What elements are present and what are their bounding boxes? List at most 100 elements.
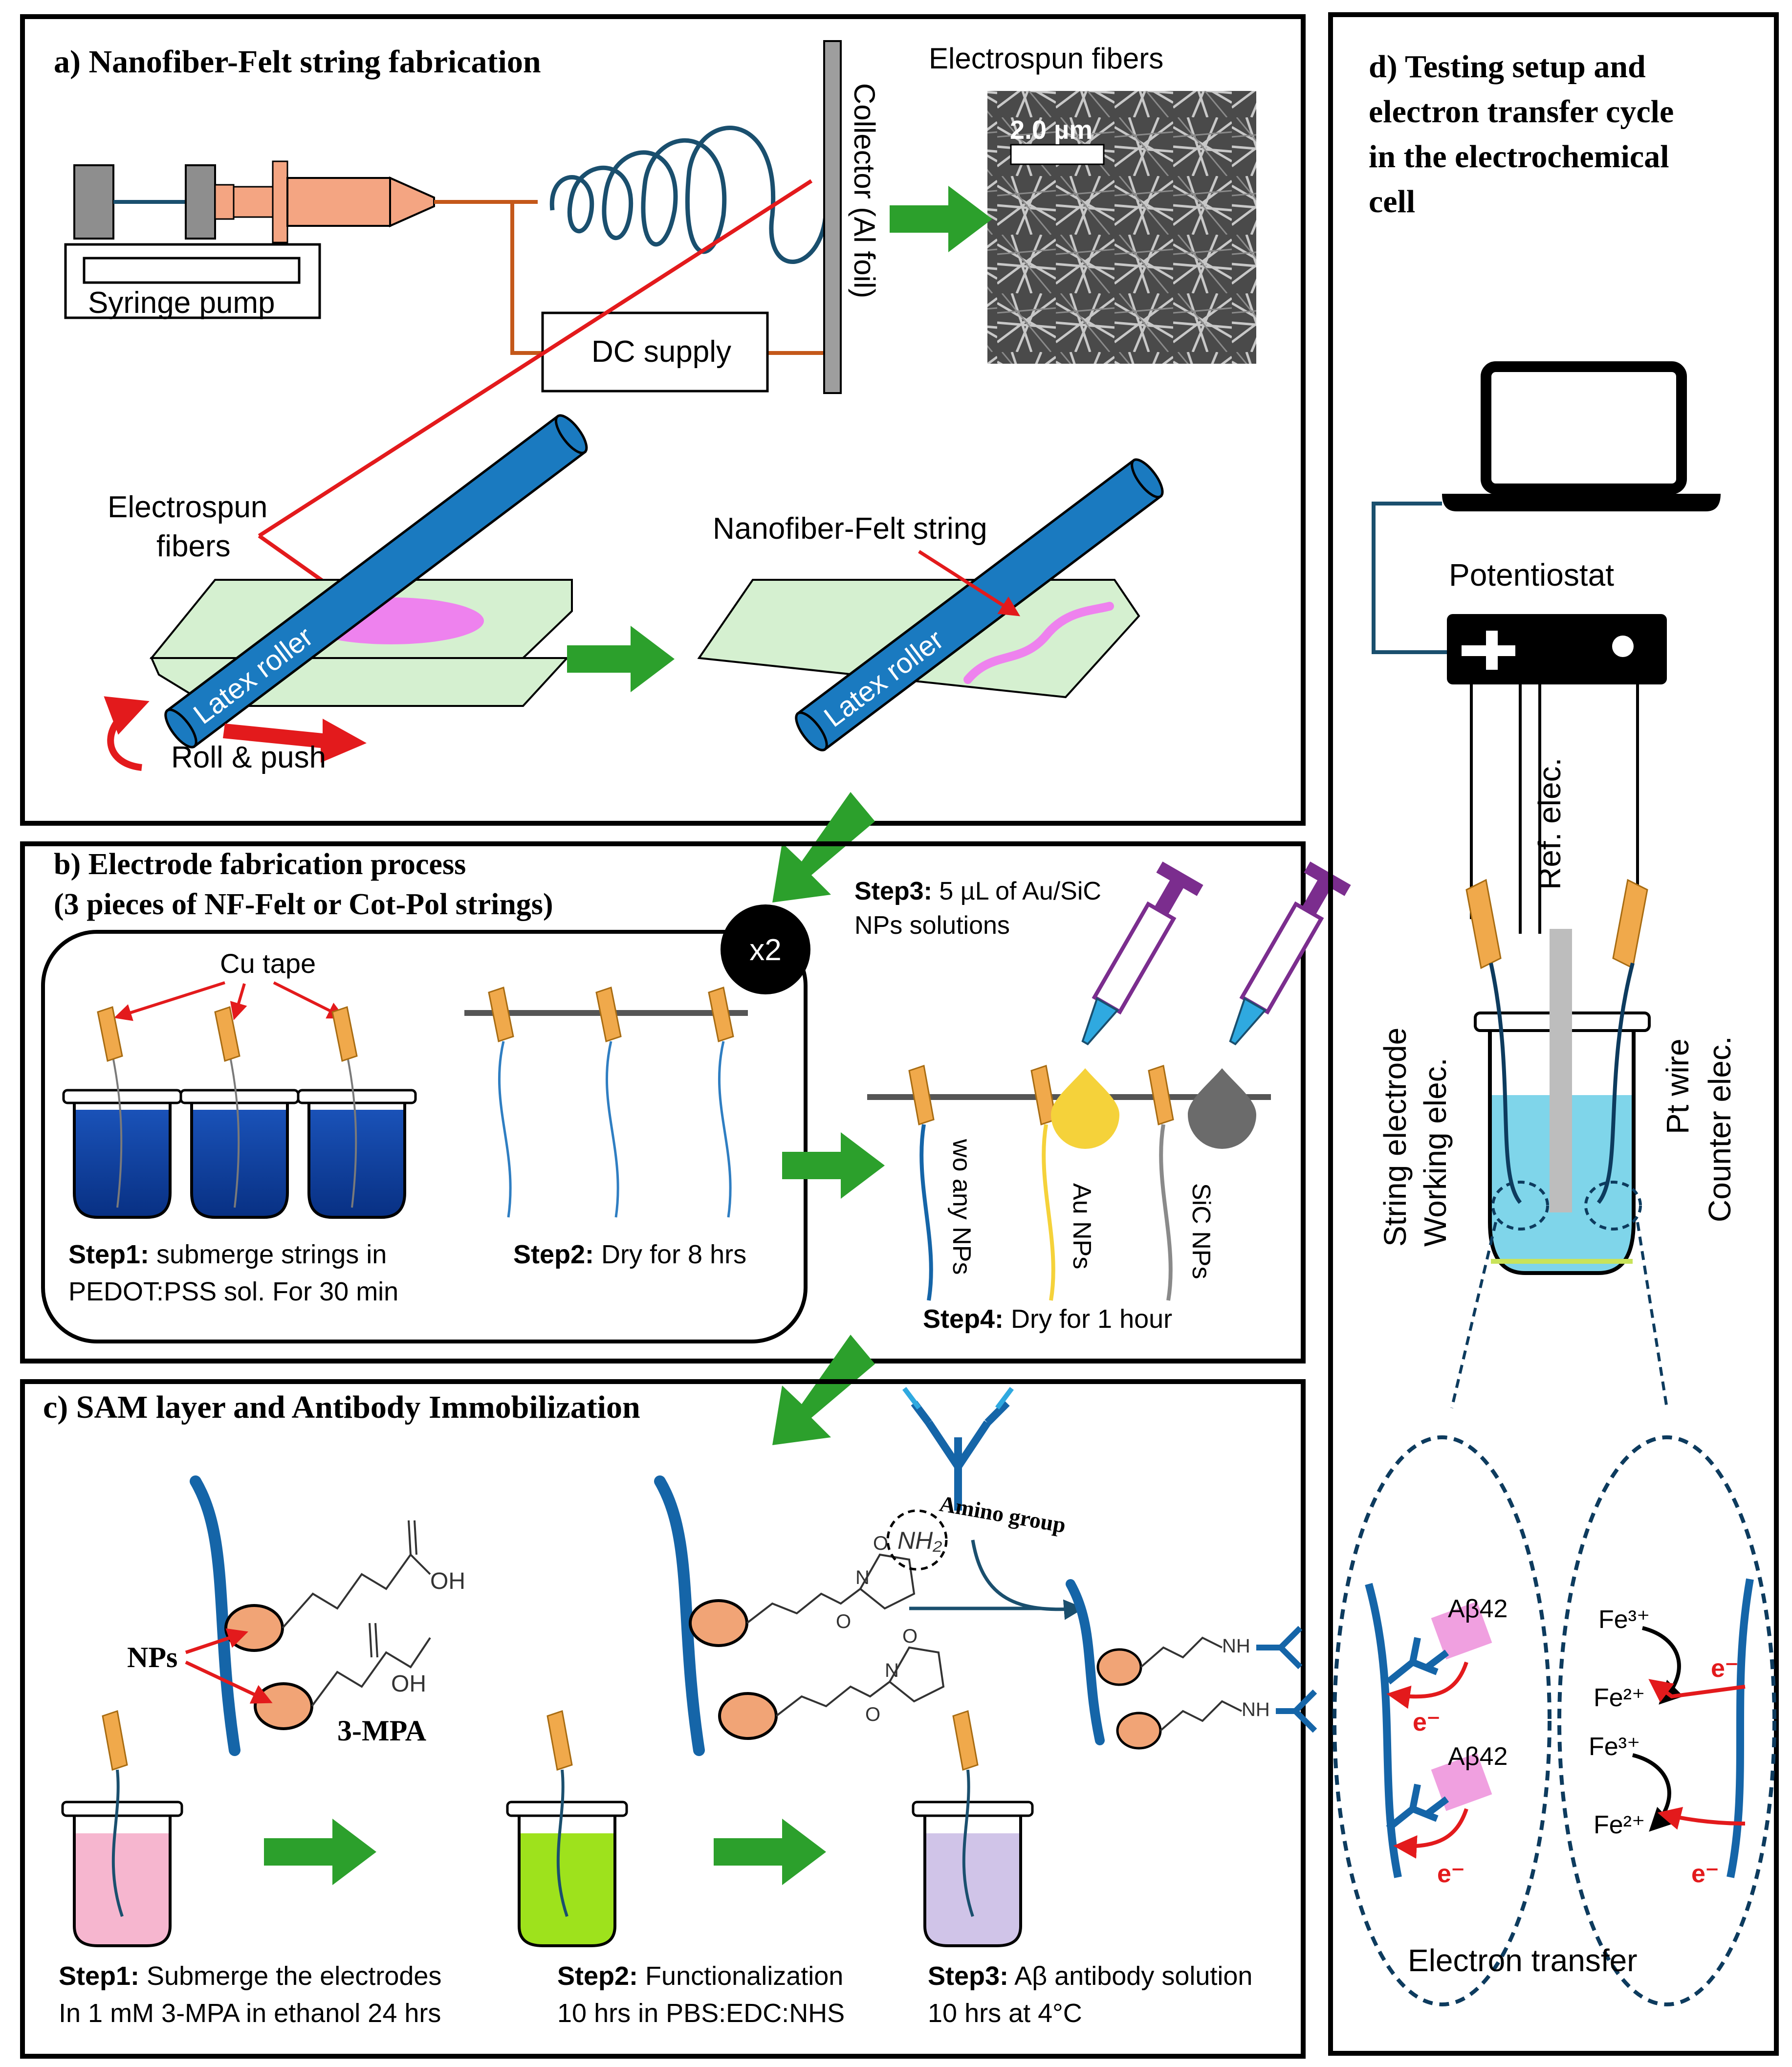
c-step1-line1: Step1: Submerge the electrodes	[59, 1961, 441, 1991]
abeta-label-2: Aβ42	[1448, 1742, 1508, 1771]
panel-d-title-line2: electron transfer cycle	[1369, 94, 1674, 130]
roll-icon	[104, 696, 150, 771]
b-step1-line1: Step1: submerge strings in	[68, 1240, 387, 1269]
b-step4: Step4: Dry for 1 hour	[923, 1304, 1172, 1334]
zoom-working	[1333, 1435, 1552, 2006]
b-step1-line2: PEDOT:PSS sol. For 30 min	[68, 1277, 398, 1306]
test-tube-icon	[62, 1006, 182, 1219]
panel-b: b) Electrode fabrication process (3 piec…	[20, 841, 1351, 1363]
panel-a-title: a) Nanofiber-Felt string fabrication	[54, 44, 541, 80]
test-tube-icon	[912, 1710, 1034, 1947]
repeat-badge	[721, 904, 810, 994]
b-step3-line1: Step3: 5 µL of Au/SiC	[854, 877, 1101, 905]
o-label-4: O	[865, 1704, 880, 1725]
c-step3-line2: 10 hrs at 4°C	[928, 1999, 1082, 2028]
oh-label-1: OH	[430, 1568, 465, 1594]
repeat-badge-label: x2	[749, 933, 781, 967]
string-sic-label: SiC NPs	[1187, 1183, 1215, 1279]
string-au-nps	[1042, 1124, 1055, 1301]
test-tube-icon	[179, 1006, 300, 1219]
nh-label-2: NH	[1242, 1699, 1270, 1720]
test-tube-icon	[506, 1710, 628, 1947]
string-fiber-1	[190, 1475, 240, 1756]
string-electrode-label: String electrode	[1377, 1028, 1413, 1247]
green-arrow-ab	[772, 792, 875, 902]
cu-tape-label: Cu tape	[220, 948, 316, 979]
syringe-pump-label: Syringe pump	[88, 286, 275, 320]
laptop-icon	[1442, 361, 1721, 511]
syringe-icon	[73, 160, 435, 243]
panel-a: a) Nanofiber-Felt string fabrication Syr…	[20, 14, 1306, 826]
b-step3-line2: NPs solutions	[854, 911, 1010, 940]
b-step2: Step2: Dry for 8 hrs	[513, 1240, 746, 1269]
o-label-3: O	[902, 1626, 918, 1647]
fe3-label-1: Fe³⁺	[1598, 1605, 1650, 1634]
mpa-label: 3-MPA	[337, 1715, 426, 1747]
electrospinning-jet	[549, 126, 829, 264]
panel-d-border	[1328, 12, 1779, 2056]
green-arrow-a1	[890, 186, 992, 252]
repeat-box	[41, 930, 808, 1343]
test-tube-icon	[297, 1006, 417, 1219]
counter-elec-label: Counter elec.	[1702, 1036, 1737, 1222]
o-label-2: O	[836, 1611, 851, 1632]
n-label-1: N	[855, 1567, 870, 1588]
coupling-arrow	[971, 1539, 1085, 1620]
fe3-label-2: Fe³⁺	[1589, 1733, 1640, 1761]
c-step3-line1: Step3: Aβ antibody solution	[928, 1961, 1252, 1991]
panel-d-title-line3: in the electrochemical	[1369, 139, 1669, 175]
oh-label-2: OH	[391, 1671, 426, 1697]
electron-label-4: e⁻	[1691, 1860, 1719, 1888]
pipette-icon	[1081, 861, 1203, 1046]
amino-group-label: Amino group	[938, 1491, 1068, 1538]
panel-c: c) SAM layer and Antibody Immobilization…	[20, 1379, 1317, 2059]
electrospun-label-line2: fibers	[156, 529, 231, 563]
string-fiber-3	[1066, 1579, 1105, 1745]
string-wo-nps	[919, 1124, 933, 1301]
electrospun-label-line1: Electrospun	[108, 490, 267, 524]
c-step2-line1: Step2: Functionalization	[557, 1961, 843, 1991]
push-arrow	[223, 719, 367, 763]
amino-group-marker	[886, 1509, 948, 1571]
green-arrow-c2	[714, 1819, 826, 1885]
felt-string	[963, 602, 1114, 684]
electron-transfer-label: Electron transfer	[1408, 1943, 1638, 1978]
n-label-2: N	[885, 1660, 899, 1681]
working-elec-label: Working elec.	[1418, 1057, 1453, 1247]
electron-label-1: e⁻	[1413, 1708, 1440, 1737]
fe2-label-2: Fe²⁺	[1594, 1811, 1645, 1839]
string-au-label: Au NPs	[1068, 1183, 1096, 1269]
roll-push-label: Roll & push	[171, 741, 326, 774]
ref-elec-label: Ref. elec.	[1532, 758, 1567, 890]
c-step1-line2: In 1 mM 3-MPA in ethanol 24 hrs	[59, 1999, 441, 2028]
fe2-label-1: Fe²⁺	[1594, 1684, 1645, 1712]
electron-label-2: e⁻	[1437, 1860, 1464, 1888]
abeta-label-1: Aβ42	[1448, 1595, 1508, 1623]
nps-label: NPs	[127, 1641, 177, 1673]
string-sic-nps	[1159, 1124, 1173, 1301]
sem-image	[987, 91, 1256, 364]
reference-electrode	[1550, 929, 1572, 1212]
green-arrow-bc	[772, 1335, 875, 1445]
antibody-icon	[902, 1387, 1014, 1511]
collector-label: Collector (Al foil)	[848, 83, 881, 298]
potentiostat-label: Potentiostat	[1449, 557, 1614, 593]
fibers-caption: Electrospun fibers	[929, 42, 1163, 75]
nh2-label: NH₂	[897, 1527, 942, 1554]
panel-b-title-line2: (3 pieces of NF-Felt or Cot-Pol strings)	[54, 888, 553, 921]
red-pointer-string	[918, 550, 1021, 616]
green-arrow-a2	[567, 626, 675, 692]
panel-d: d) Testing setup and electron transfer c…	[1328, 12, 1779, 2056]
nh-label-1: NH	[1222, 1635, 1250, 1657]
collector-plate	[823, 40, 842, 394]
dc-supply-label: DC supply	[591, 335, 731, 369]
pt-wire-label: Pt wire	[1660, 1038, 1695, 1134]
scale-bar	[1010, 144, 1105, 165]
dc-supply-box	[541, 311, 769, 393]
panel-c-title: c) SAM layer and Antibody Immobilization	[43, 1389, 640, 1425]
electron-label-3: e⁻	[1711, 1654, 1738, 1683]
test-tube-icon	[61, 1710, 183, 1947]
o-label-1: O	[873, 1533, 888, 1554]
zoom-counter	[1557, 1435, 1776, 2006]
